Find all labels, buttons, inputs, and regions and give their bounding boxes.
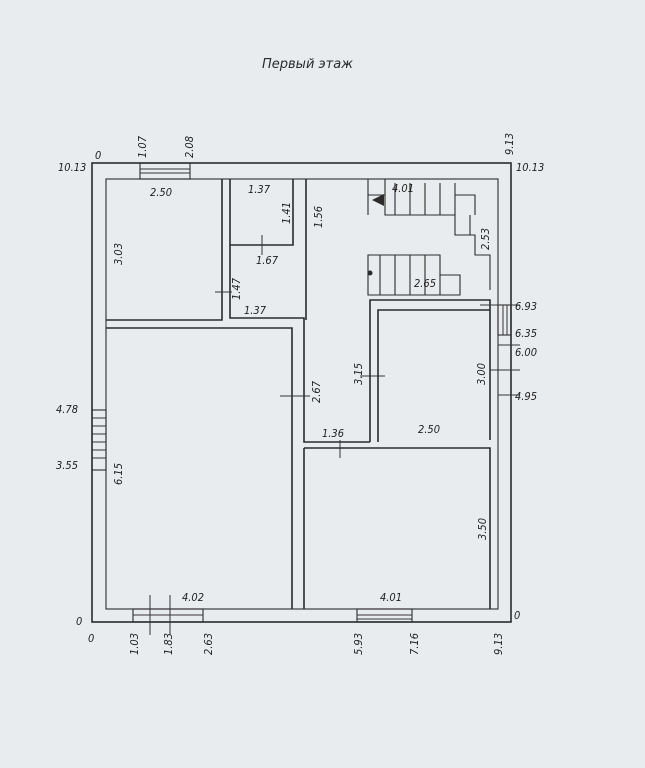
label-passage: 1.36 [322,427,344,440]
label-right-room-h: 3.50 [476,518,489,540]
label-right-600: 6.00 [515,346,537,359]
label-bottom-183: 1.83 [162,633,175,655]
window-left [91,409,107,471]
window-bottom-right [356,608,413,623]
label-mid-h: 2.67 [310,380,323,403]
label-top-1: 1.07 [136,135,149,158]
stair-arrow-icon [372,194,384,206]
big-room-walls [106,327,293,609]
label-bottom-103: 1.03 [128,633,141,655]
label-big-room-h: 6.15 [112,463,125,485]
dimension-labels: 10.13 0 1.07 2.08 9.13 10.13 2.50 3.03 1… [56,133,544,655]
label-corner-zero: 0 [95,149,101,162]
outer-wall-outline [91,162,512,623]
label-stair-width: 4.01 [392,182,414,195]
inner-wall-outline [105,178,499,610]
label-corner-tl: 10.13 [58,161,86,174]
label-top-2: 2.08 [183,136,196,158]
label-right-495: 4.95 [515,390,537,403]
label-right-room-w: 4.01 [380,591,402,604]
window-bottom-left [132,595,204,635]
label-bottom-716: 7.16 [408,633,421,655]
dimension-ticks [215,235,520,458]
label-right-693: 6.93 [515,300,537,313]
label-bottom-left-zero: 0 [76,615,82,628]
label-corner-tr: 10.13 [516,161,544,174]
window-top [139,162,191,180]
right-room-walls [304,447,491,609]
label-right-635: 6.35 [515,327,537,340]
plan-title: Первый этаж [262,57,353,72]
label-small-room-h2: 3.00 [475,363,488,385]
label-left-478: 4.78 [56,403,78,416]
label-left-355: 3.55 [56,459,78,472]
label-bottom-593: 5.93 [352,633,365,655]
label-hall-h: 1.47 [230,277,243,300]
windows [91,162,512,635]
room-top-left-walls [106,179,223,321]
label-big-room-w: 4.02 [182,591,204,604]
label-corridor: 1.56 [312,206,325,228]
label-top-right: 9.13 [503,133,516,155]
label-room1-height: 3.03 [112,243,125,265]
label-bottom-right-zero: 0 [514,609,520,622]
label-wc-width: 1.37 [248,183,271,196]
label-small-room-h: 3.15 [352,363,365,385]
small-room-walls [369,299,491,442]
label-stair-bottom: 2.65 [414,277,436,290]
label-bottom-263: 2.63 [202,633,215,655]
label-hall-w: 1.37 [244,304,267,317]
outer-walls [91,162,512,623]
hall-walls [229,245,370,443]
label-wc-height: 1.41 [280,202,293,224]
label-small-room-w: 2.50 [418,423,440,436]
stair-start-dot-icon [367,270,373,276]
window-right [497,304,512,336]
label-wc-door: 1.67 [256,254,279,267]
staircase [367,179,491,296]
interior-walls [106,179,491,609]
label-corner-bl-zero: 0 [88,632,94,645]
label-bottom-913: 9.13 [492,633,505,655]
label-stair-height: 2.53 [479,228,492,250]
small-room-inner [377,309,490,442]
label-room1-width: 2.50 [150,186,172,199]
